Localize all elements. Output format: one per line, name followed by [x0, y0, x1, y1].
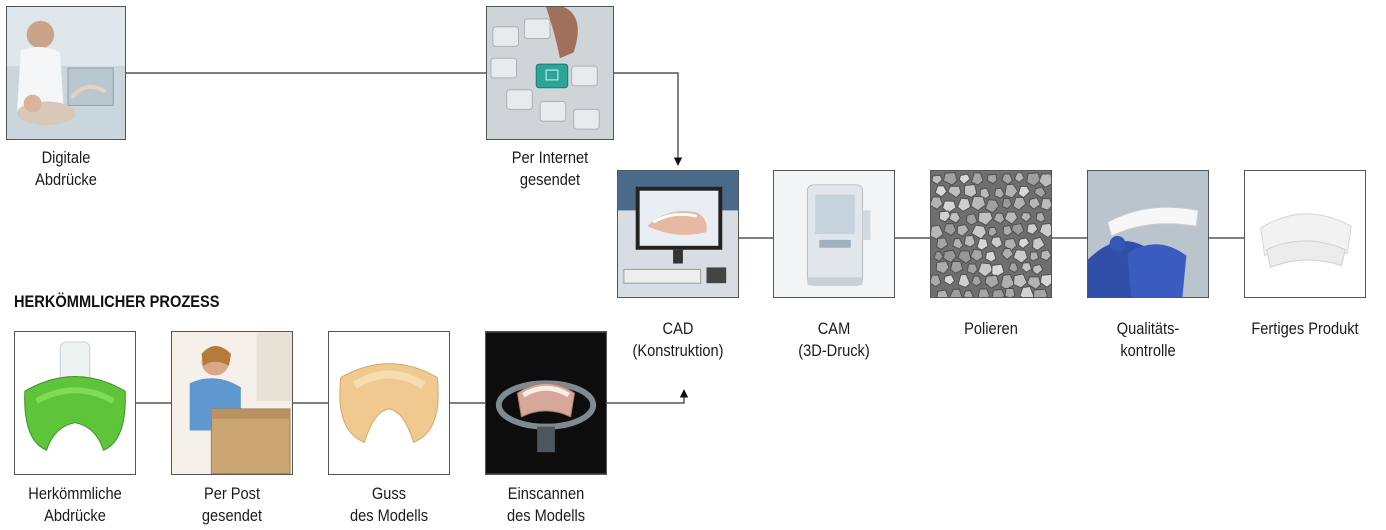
- section-heading-herkoemmlicher-prozess: HERKÖMMLICHER PROZESS: [14, 292, 220, 311]
- caption-cad: CAD(Konstruktion): [632, 319, 724, 360]
- arrow-internet-to-cad: [614, 72, 683, 166]
- qualitaetskontrolle-image: [1087, 170, 1209, 298]
- model-scanner-photo-icon: [486, 332, 606, 474]
- internet-send-image: [486, 6, 614, 140]
- finished-denture-photo-icon: [1245, 171, 1365, 297]
- woman-with-parcel-photo-icon: [172, 332, 292, 474]
- keyboard-send-key-photo-icon: [487, 7, 613, 139]
- green-impression-tray-photo-icon: [15, 332, 135, 474]
- herkoemmliche-abdruecke-image: [14, 331, 136, 475]
- caption-qualitaetskontrolle: Qualitäts-kontrolle: [1116, 319, 1180, 360]
- arrow-scan-to-cad: [607, 389, 689, 404]
- digital-impression-image: [6, 6, 126, 140]
- plaster-model-photo-icon: [329, 332, 449, 474]
- einscannen-des-modells-image: [485, 331, 607, 475]
- gloved-hands-inspection-photo-icon: [1088, 171, 1208, 297]
- guss-des-modells-image: [328, 331, 450, 475]
- per-post-image: [171, 331, 293, 475]
- cad-monitor-photo-icon: [618, 171, 738, 297]
- caption-polieren: Polieren: [964, 319, 1018, 338]
- 3d-printer-photo-icon: [774, 171, 894, 297]
- fertiges-produkt-image: [1244, 170, 1366, 298]
- polishing-media-photo-icon: [931, 171, 1051, 297]
- caption-fertiges-produkt: Fertiges Produkt: [1251, 319, 1359, 338]
- dentist-patient-photo-icon: [7, 7, 125, 139]
- caption-cam: CAM(3D-Druck): [798, 319, 870, 360]
- cam-image: [773, 170, 895, 298]
- cad-image: [617, 170, 739, 298]
- polieren-image: [930, 170, 1052, 298]
